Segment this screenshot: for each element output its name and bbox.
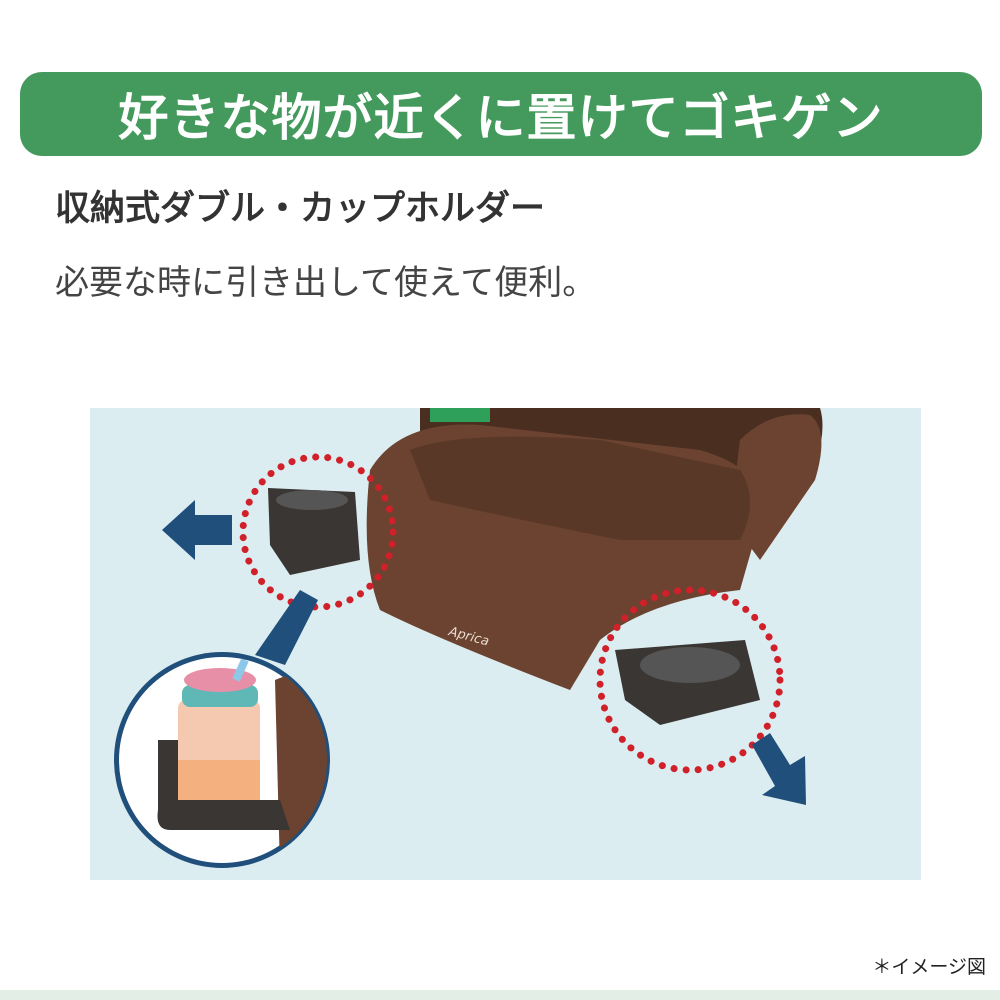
- inset-cup-straw: [232, 658, 249, 682]
- arrow-left-icon: [162, 500, 232, 560]
- headline-banner: 好きな物が近くに置けてゴキゲン: [20, 72, 982, 156]
- inset-seat-edge: [275, 673, 327, 865]
- green-strap: [430, 408, 490, 422]
- bottom-band: [0, 990, 1000, 1000]
- callout-pointer: [255, 590, 318, 665]
- inset-cup-drink: [178, 760, 260, 800]
- arrow-down-right-icon: [752, 733, 806, 805]
- left-highlight-circle: [239, 453, 397, 611]
- feature-description: 必要な時に引き出して使えて便利。: [55, 263, 597, 303]
- right-highlight-circle: [596, 586, 784, 774]
- feature-subtitle: 収納式ダブル・カップホルダー: [55, 189, 546, 229]
- image-note: ＊イメージ図: [872, 956, 986, 978]
- inset-cup-holder: [157, 740, 290, 830]
- left-cup-holder: [268, 488, 360, 575]
- seat-mesh: [410, 436, 750, 540]
- left-cup-holder-opening: [276, 490, 348, 510]
- right-cup-holder-opening: [640, 647, 740, 683]
- inset-cup-lid: [184, 668, 256, 692]
- headline-text: 好きな物が近くに置けてゴキゲン: [118, 89, 884, 147]
- inset-cup-band: [182, 685, 258, 707]
